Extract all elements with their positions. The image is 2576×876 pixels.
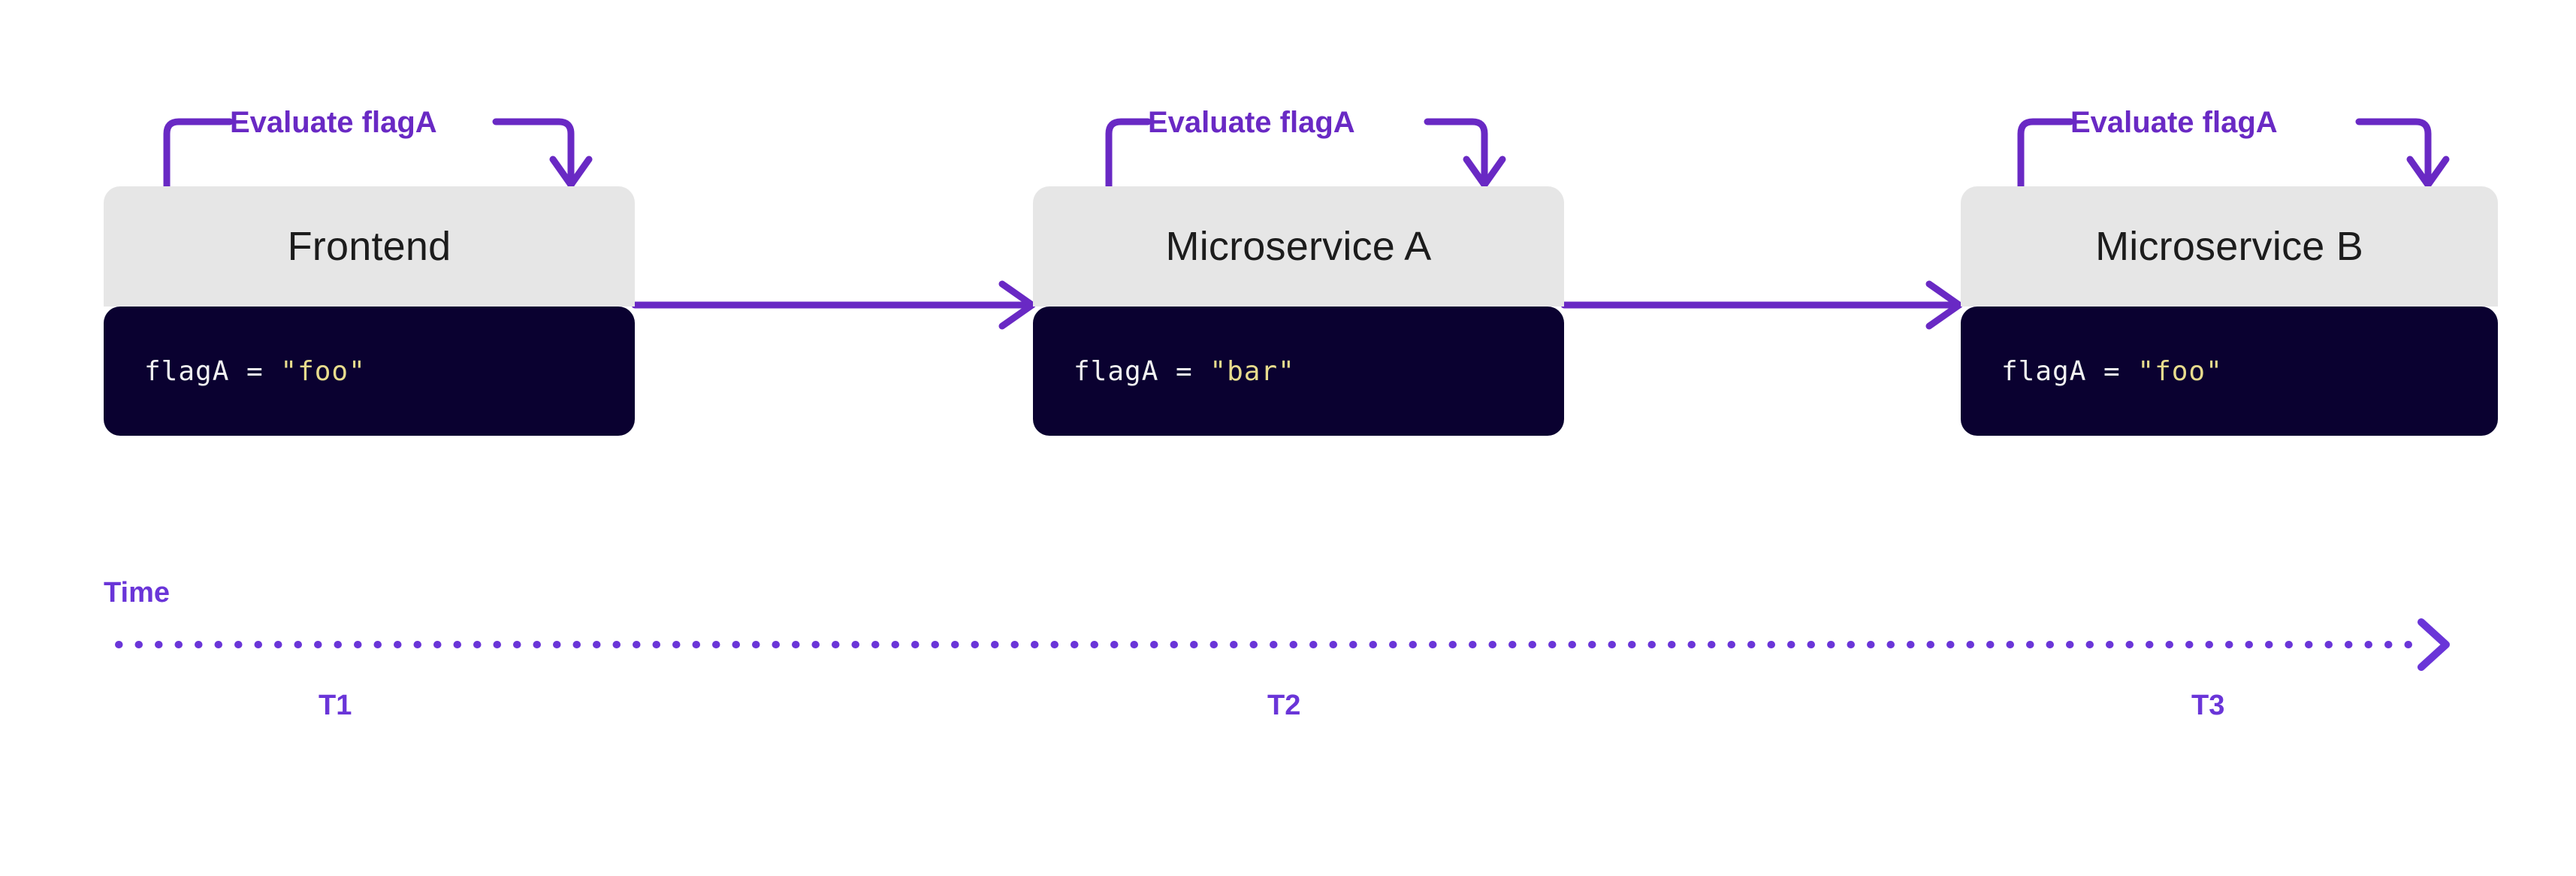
timeline-axis-label: Time <box>104 577 171 609</box>
timeline-axis <box>115 618 2450 671</box>
node-microservice-b-code-value: "foo" <box>2137 355 2223 387</box>
node-microservice-b-code-key: flagA = <box>2001 355 2138 387</box>
node-microservice-a-code-key: flagA = <box>1074 355 1210 387</box>
bracket-label-microservice-a: Evaluate flagA <box>1148 106 1355 139</box>
node-frontend-title: Frontend <box>287 224 451 269</box>
node-microservice-b-title: Microservice B <box>2095 224 2363 269</box>
timeline-tick-t3: T3 <box>2191 690 2225 721</box>
node-microservice-b-code-panel: flagA = "foo" <box>1961 307 2498 436</box>
node-frontend-code-value: "foo" <box>280 355 366 387</box>
node-microservice-a-title: Microservice A <box>1165 224 1432 269</box>
node-microservice-a[interactable]: Microservice A flagA = "bar" <box>1033 186 1564 436</box>
node-microservice-a-header: Microservice A <box>1033 186 1564 307</box>
node-frontend-code-key: flagA = <box>144 355 281 387</box>
node-frontend[interactable]: Frontend flagA = "foo" <box>104 186 635 436</box>
node-frontend-header: Frontend <box>104 186 635 307</box>
node-microservice-a-code-panel: flagA = "bar" <box>1033 307 1564 436</box>
node-microservice-a-code-value: "bar" <box>1209 355 1295 387</box>
timeline-tick-t2: T2 <box>1267 690 1301 721</box>
node-frontend-code-panel: flagA = "foo" <box>104 307 635 436</box>
flow-arrow-microservice-a-to-microservice-b <box>1560 280 1963 330</box>
bracket-label-microservice-b: Evaluate flagA <box>2070 106 2278 139</box>
bracket-label-frontend: Evaluate flagA <box>230 106 437 139</box>
timeline-tick-t1: T1 <box>319 690 352 721</box>
node-microservice-b[interactable]: Microservice B flagA = "foo" <box>1961 186 2498 436</box>
flow-arrow-frontend-to-microservice-a <box>631 280 1036 330</box>
node-microservice-b-header: Microservice B <box>1961 186 2498 307</box>
